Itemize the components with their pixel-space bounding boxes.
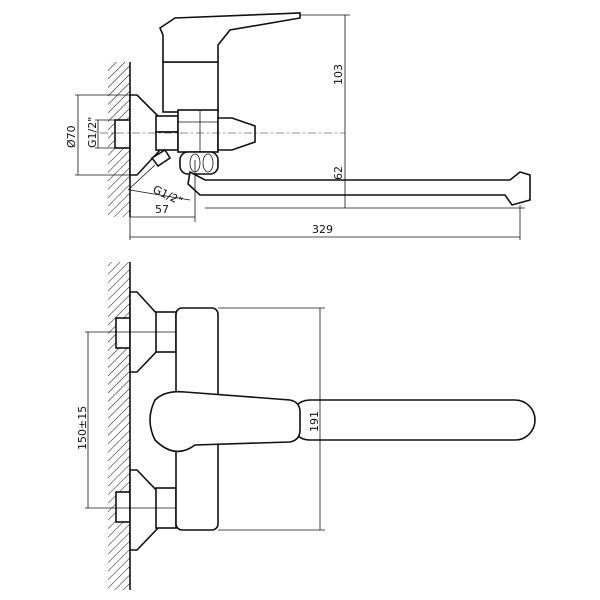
inlet-pipe (114, 119, 131, 149)
spout (187, 170, 531, 206)
dim-flange-diameter: Ø70 (65, 125, 78, 148)
flange-bottom (129, 469, 159, 551)
side-view: 103 62 Ø70 G1/2" G1/2" 57 329 (65, 12, 531, 240)
body (162, 61, 219, 113)
dim-total-length: 329 (312, 223, 333, 236)
connector-block (177, 109, 219, 153)
nut (155, 115, 179, 133)
handle (159, 12, 301, 63)
dim-wall-to-inlet: 57 (155, 203, 169, 216)
front-view: 150±15 191 (76, 262, 536, 590)
dim-inlet-spacing: 150±15 (76, 406, 89, 450)
diverter-cone (217, 117, 256, 151)
handle-front (149, 390, 301, 453)
angled-fitting (150, 148, 172, 168)
spout-front (289, 399, 536, 441)
dim-body-height: 191 (308, 411, 321, 432)
thread-label-top: G1/2" (86, 117, 99, 148)
dim-handle-height: 103 (332, 64, 345, 85)
wall-hatch-bottom (108, 262, 130, 590)
dim-spout-height: 62 (332, 166, 345, 180)
